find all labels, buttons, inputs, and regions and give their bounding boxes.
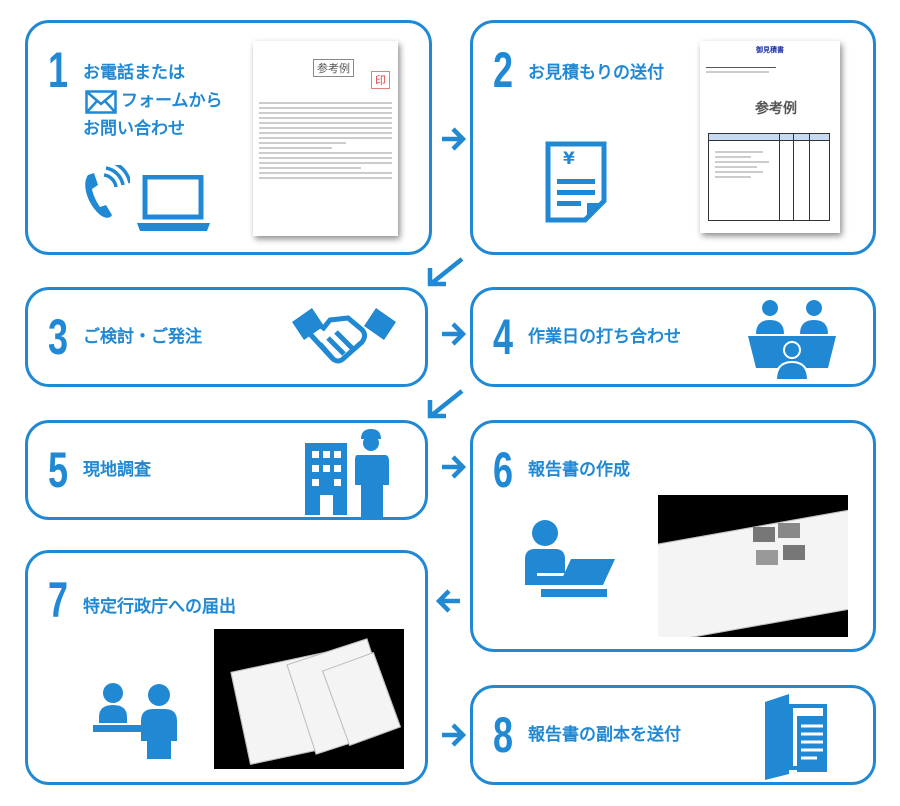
step-title: 現地調査 [83,460,151,480]
step-5-card: 5 現地調査 [25,420,428,520]
building-inspector-icon [305,429,389,517]
estimate-heading: 御見積書 [756,46,784,54]
step-number: 5 [48,442,69,498]
arrow-right-icon [442,455,466,479]
person-laptop-icon [525,520,615,597]
meeting-icon [748,300,836,380]
arrow-right-icon [442,322,466,346]
document-copy-icon [765,694,827,780]
arrow-right-icon [442,127,466,151]
arrow-left-icon [436,589,460,613]
step-number: 4 [493,309,514,365]
step-3-card: 3 ご検討・ご発注 [25,287,428,387]
step-title: 作業日の打ち合わせ [528,327,681,347]
sample-watermark: 参考例 [755,101,797,117]
step-title: 報告書の副本を送付 [528,725,681,745]
step-title: ご検討・ご発注 [83,327,202,347]
step-2-card: 2 お見積もりの送付 ¥ 御見積書 参考例 [470,20,876,255]
seal-stamp: 印 [371,71,390,89]
step-title-line-1: お電話または [83,63,185,83]
mail-icon [85,90,117,114]
step-7-card: 7 特定行政庁への届出 [25,550,428,785]
step-title: お見積もりの送付 [528,63,664,83]
report-photo [658,495,848,637]
arrow-right-icon [442,723,466,747]
step-number: 3 [48,309,69,365]
step-number: 2 [493,42,514,98]
arrow-down-left-icon [427,389,464,419]
step-number: 1 [48,42,69,98]
step-8-card: 8 報告書の副本を送付 [470,685,876,785]
yen-symbol: ¥ [563,149,575,169]
step-title-line-2: フォームから [121,91,223,111]
invoice-document-icon [545,141,607,223]
step-title: 報告書の作成 [528,460,630,480]
handshake-icon [292,308,396,364]
phone-icon [85,165,130,218]
counter-service-icon [93,683,177,759]
step-title-line-3: お問い合わせ [83,119,185,139]
inquiry-document-sample: 参考例 印 [253,41,398,236]
step-number: 8 [493,707,514,763]
estimate-document-sample: 御見積書 参考例 [700,41,840,233]
sample-stamp: 参考例 [313,59,354,77]
submission-documents-photo [214,629,404,769]
step-title: 特定行政庁への届出 [83,597,236,617]
step-number: 7 [48,572,69,628]
laptop-icon [137,175,210,231]
step-number: 6 [493,442,514,498]
step-4-card: 4 作業日の打ち合わせ [470,287,876,387]
step-6-card: 6 報告書の作成 [470,420,876,652]
step-1-card: 1 お電話または フォームから お問い合わせ 参考例 印 [25,20,432,255]
arrow-down-left-icon [427,257,464,287]
